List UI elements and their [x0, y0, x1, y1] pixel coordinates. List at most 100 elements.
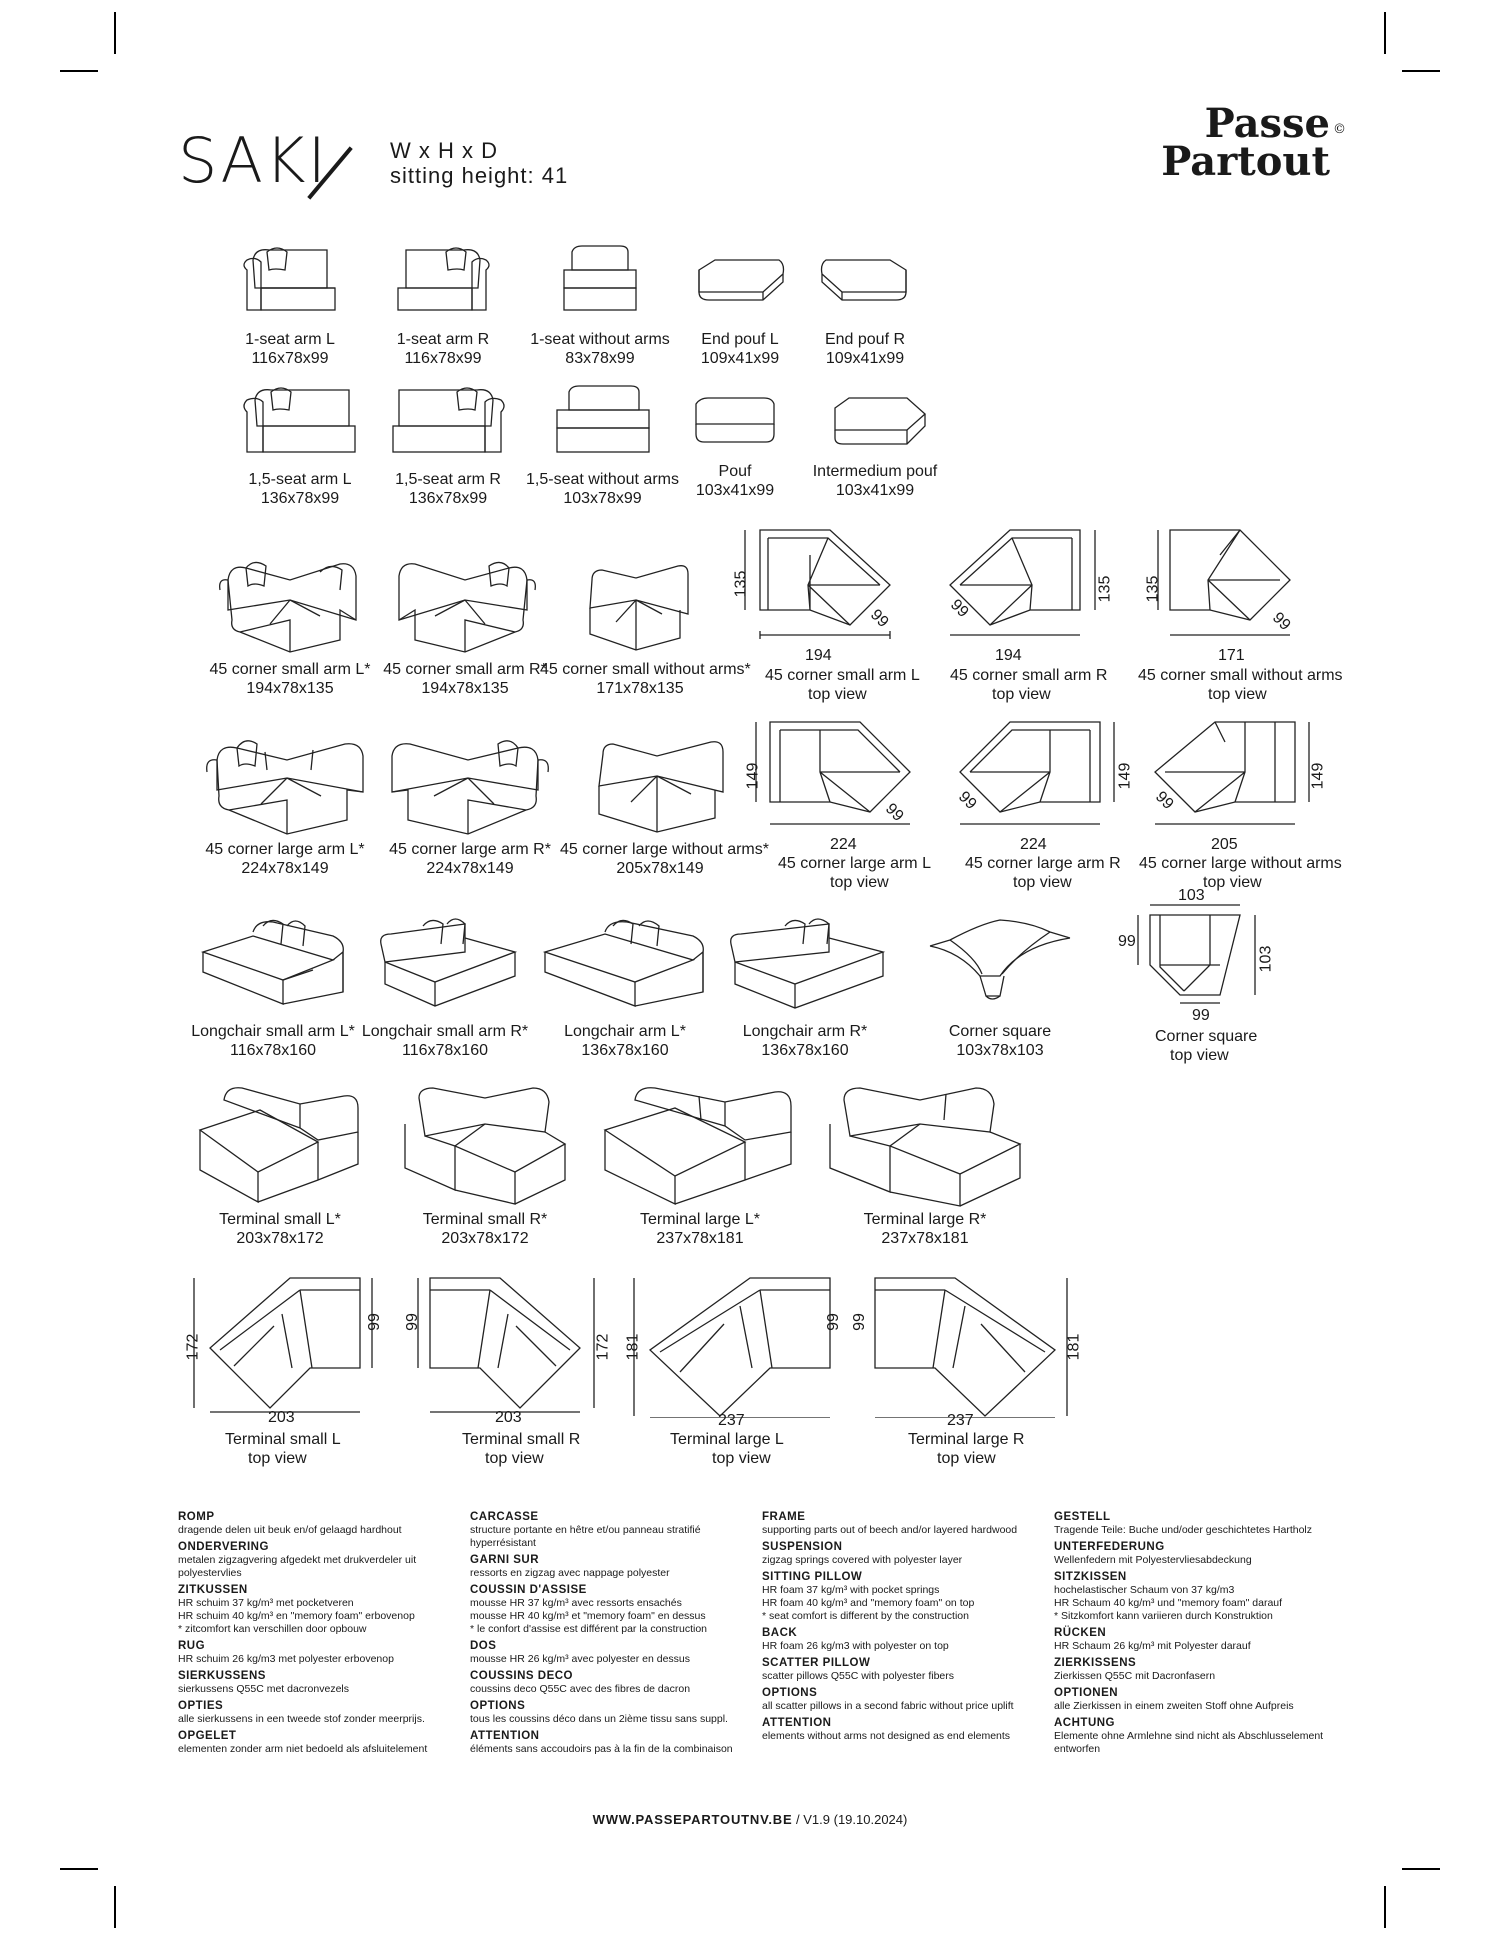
- item-dims: 136x78x99: [260, 490, 340, 507]
- item-dims: 237x78x181: [881, 1230, 969, 1247]
- spec-heading: ZITKUSSEN: [178, 1584, 248, 1596]
- item-name: 45 corner small arm R: [950, 667, 1108, 684]
- spec-text: metalen zigzagvering afgedekt met drukve…: [178, 1554, 417, 1579]
- module-drawing: [206, 740, 364, 835]
- item-dims: 203x78x172: [236, 1230, 324, 1247]
- crop-mark: [1384, 1886, 1386, 1928]
- spec-text: scatter pillows Q55C with polyester fibe…: [762, 1670, 954, 1682]
- item-name: Longchair arm R*: [742, 1023, 868, 1040]
- item-name: End pouf L: [701, 331, 779, 348]
- dim-depth: 172: [594, 1333, 612, 1361]
- spec-heading: DOS: [470, 1640, 497, 1652]
- module-item: Longchair arm R* 136x78x160: [715, 912, 895, 1060]
- spec-heading: ONDERVERING: [178, 1541, 269, 1553]
- item-dims: 237x78x181: [656, 1230, 744, 1247]
- dim-depth: 172: [184, 1333, 202, 1361]
- dim-depth: 149: [1116, 762, 1134, 790]
- item-dims: 116x78x160: [230, 1042, 316, 1059]
- spec-heading: RUG: [178, 1640, 206, 1652]
- spec-text: HR foam 37 kg/m³ with pocket springs HR …: [762, 1584, 975, 1622]
- item-name: Terminal small R*: [422, 1211, 548, 1228]
- item-name: 45 corner large without arms*: [560, 841, 769, 858]
- spec-heading: ATTENTION: [470, 1730, 540, 1742]
- dim-width: 237: [947, 1412, 974, 1429]
- crop-mark: [60, 70, 98, 72]
- module-item: End pouf R 109x41x99: [805, 250, 925, 368]
- spec-heading: COUSSIN D'ASSISE: [470, 1584, 587, 1596]
- spec-text: HR schuim 26 kg/m3 met polyester erboven…: [178, 1653, 394, 1665]
- module-drawing: [398, 561, 536, 653]
- spec-text: zigzag springs covered with polyester la…: [762, 1554, 963, 1566]
- dim-depth: 135: [1096, 575, 1114, 603]
- spec-heading: ZIERKISSENS: [1054, 1657, 1137, 1669]
- module-drawing: [829, 1087, 1022, 1207]
- spec-text: alle sierkussens in een tweede stof zond…: [178, 1713, 425, 1725]
- module-drawing: [589, 565, 689, 651]
- top-view-drawing: [193, 1277, 373, 1413]
- module-item: 45 corner large arm R* 224x78x149: [375, 730, 565, 878]
- item-dims: 116x78x99: [404, 350, 482, 367]
- item-dims: 116x78x99: [251, 350, 329, 367]
- top-view-item: 99 181 237 Terminal large R top view: [851, 1268, 1082, 1478]
- item-dims: top view: [830, 874, 889, 891]
- logo-line2: Partout: [1161, 138, 1330, 185]
- item-dims: 103x78x103: [956, 1042, 1044, 1059]
- spec-heading: UNTERFEDERUNG: [1054, 1541, 1165, 1553]
- top-view-item: 149 99 224 45 corner large arm L top vie…: [740, 712, 931, 897]
- spec-text: HR schuim 37 kg/m³ met pocketveren HR sc…: [178, 1597, 415, 1635]
- module-item: 1,5-seat arm L 136x78x99: [225, 380, 375, 508]
- item-dims: 171x78x135: [596, 680, 684, 697]
- spec-heading: FRAME: [762, 1511, 806, 1523]
- item-dims: 103x41x99: [695, 482, 775, 499]
- item-name: 1-seat arm R: [396, 331, 490, 348]
- brand-logo: Passe Partout ©: [1150, 100, 1346, 185]
- spec-text: Elemente ohne Armlehne sind nicht als Ab…: [1054, 1730, 1324, 1755]
- module-item: Pouf 103x41x99: [680, 390, 790, 500]
- item-name: Corner square: [1155, 1028, 1258, 1045]
- dim-depth: 149: [1309, 762, 1327, 790]
- dim-width: 224: [1020, 836, 1047, 853]
- module-item: 45 corner small without arms* 171x78x135: [540, 550, 751, 698]
- module-drawing: [380, 918, 518, 1007]
- dim-width: 103: [1178, 887, 1205, 904]
- item-dims: top view: [1013, 874, 1072, 891]
- dim-seat: 99: [850, 1313, 868, 1331]
- module-drawing: [404, 1087, 567, 1205]
- spec-heading: ACHTUNG: [1054, 1717, 1115, 1729]
- dim-width: 203: [495, 1409, 522, 1426]
- spec-text: elements without arms not designed as en…: [762, 1730, 1011, 1742]
- top-view-drawing: [959, 721, 1115, 825]
- module-drawing: [198, 1087, 359, 1204]
- module-item: Corner square 103x78x103: [920, 912, 1080, 1060]
- module-item: Terminal large L* 237x78x181: [595, 1080, 805, 1248]
- module-drawing: [598, 741, 724, 833]
- dim-seat: 99: [365, 1313, 383, 1331]
- sitting-height: sitting height: 41: [390, 163, 569, 188]
- logo-line1: Passe: [1204, 100, 1330, 147]
- item-dims: top view: [808, 686, 867, 703]
- dim-seat: 99: [1192, 1007, 1210, 1024]
- crop-mark: [1402, 70, 1440, 72]
- item-name: 45 corner large arm R*: [389, 841, 551, 858]
- item-name: 45 corner small without arms: [1138, 667, 1343, 684]
- spec-heading: SITZKISSEN: [1054, 1571, 1127, 1583]
- item-dims: top view: [485, 1450, 544, 1467]
- item-dims: top view: [712, 1450, 771, 1467]
- website-link[interactable]: WWW.PASSEPARTOUTNV.BE: [592, 1812, 793, 1827]
- module-item: Longchair arm L* 136x78x160: [530, 912, 720, 1060]
- item-name: 1-seat arm L: [245, 331, 335, 348]
- item-name: 45 corner large without arms: [1139, 855, 1342, 872]
- spec-text: HR foam 26 kg/m3 with polyester on top: [762, 1640, 949, 1652]
- header-subtitle: W x H x D sitting height: 41: [390, 138, 568, 188]
- module-item: 45 corner large without arms* 205x78x149: [560, 730, 769, 878]
- item-name: End pouf R: [824, 331, 906, 348]
- crop-mark: [60, 1868, 98, 1870]
- spec-text: HR Schaum 26 kg/m³ mit Polyester darauf: [1054, 1640, 1251, 1652]
- item-dims: 136x78x160: [581, 1042, 669, 1059]
- module-drawing: [695, 397, 775, 443]
- item-dims: 224x78x149: [426, 860, 514, 877]
- spec-heading: OPTIONS: [470, 1700, 526, 1712]
- item-name: 45 corner large arm R: [965, 855, 1121, 872]
